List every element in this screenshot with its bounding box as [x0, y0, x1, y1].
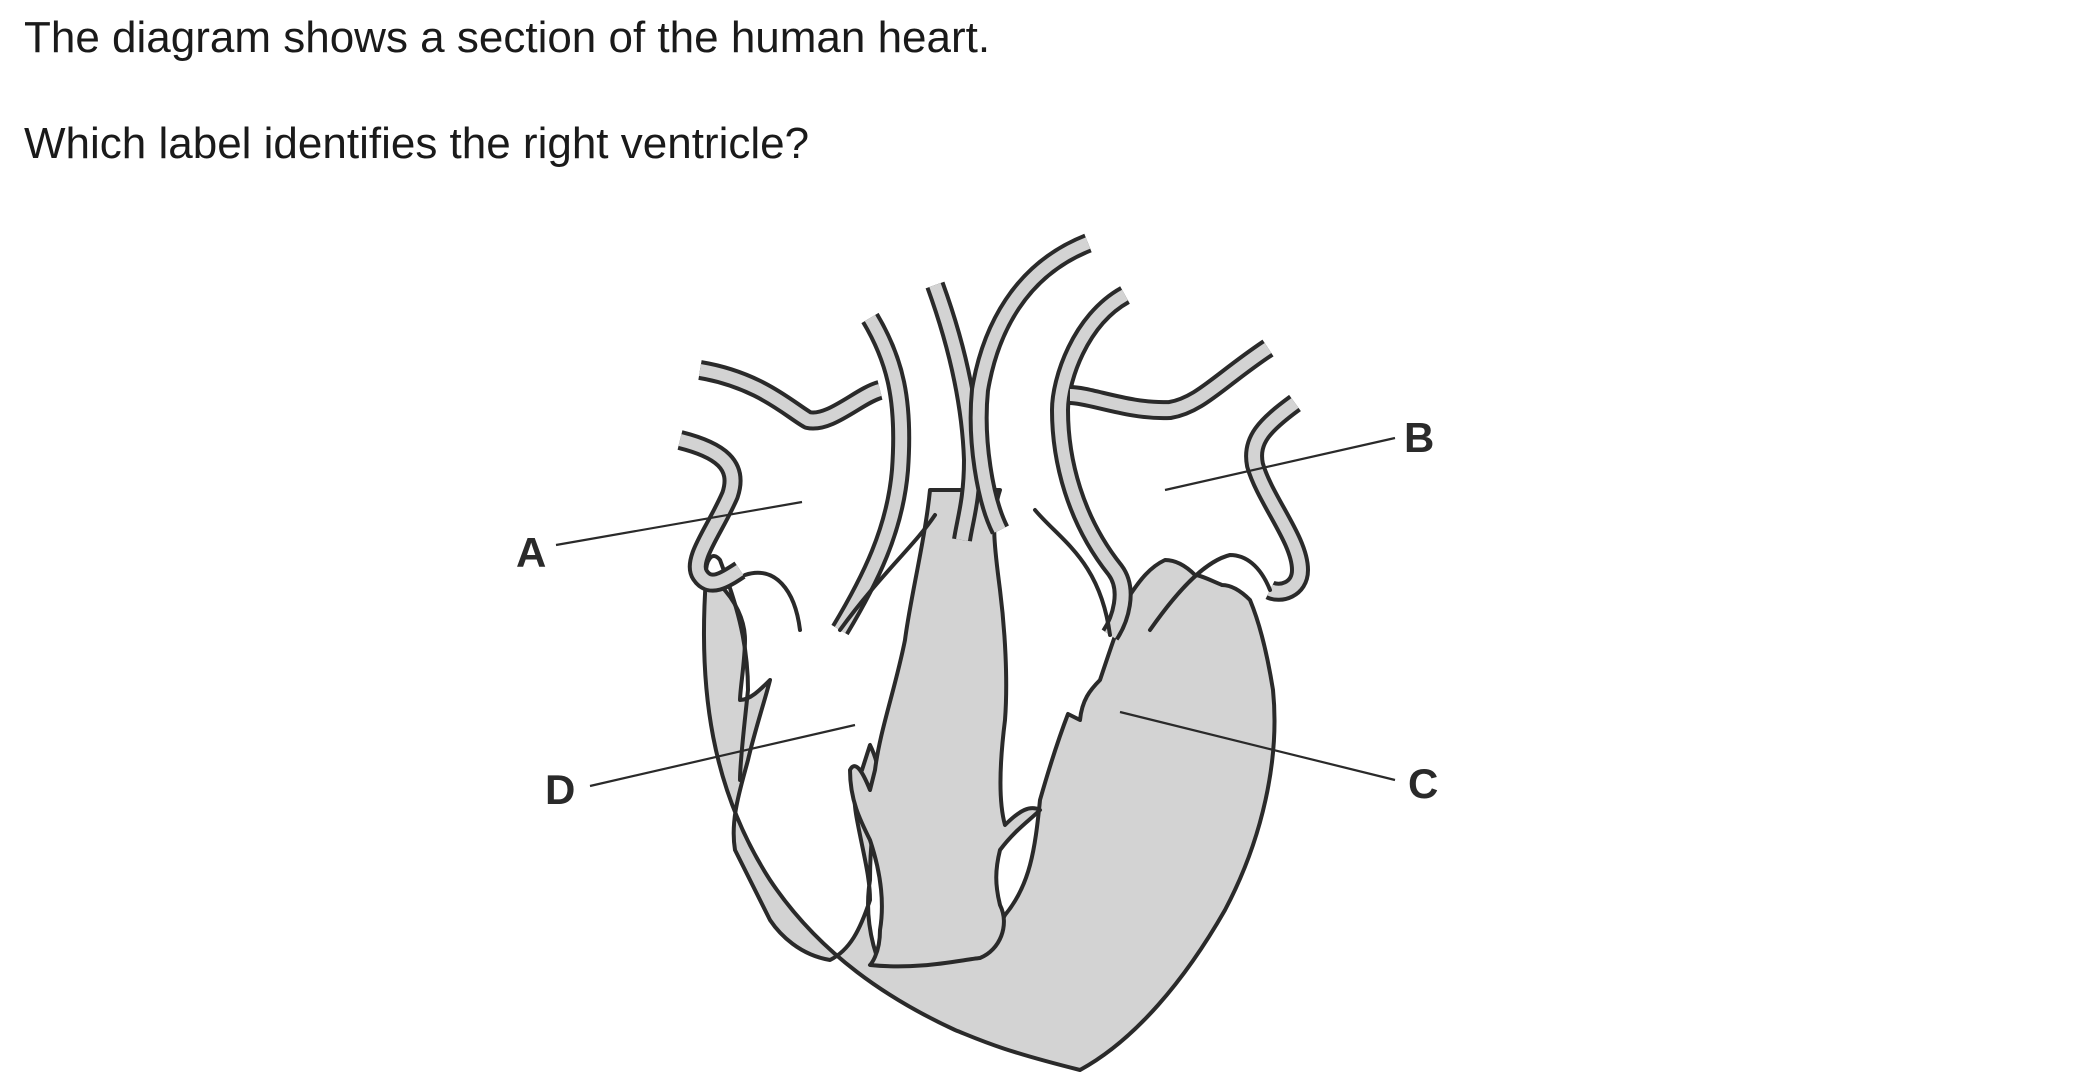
- label-d-leader: [589, 723, 856, 788]
- atrial-valve-flap-right: [1033, 508, 1112, 637]
- question-intro: The diagram shows a section of the human…: [24, 13, 991, 62]
- label-a: A: [516, 529, 546, 576]
- label-c-leader: [1119, 710, 1396, 782]
- question-prompt: Which label identifies the right ventric…: [24, 119, 810, 168]
- atrial-valve-flap-left: [838, 513, 937, 632]
- label-a-leader: [555, 500, 803, 547]
- label-d: D: [545, 766, 575, 813]
- great-vessels: [677, 233, 1310, 641]
- septum: [848, 488, 1042, 969]
- mitral-valve-flap: [1148, 553, 1272, 632]
- right-heart-inner-wall: [703, 554, 750, 782]
- label-b: B: [1404, 414, 1434, 461]
- label-c: C: [1408, 760, 1438, 807]
- label-b-leader: [1164, 436, 1396, 492]
- tricuspid-valve-flap: [743, 570, 802, 632]
